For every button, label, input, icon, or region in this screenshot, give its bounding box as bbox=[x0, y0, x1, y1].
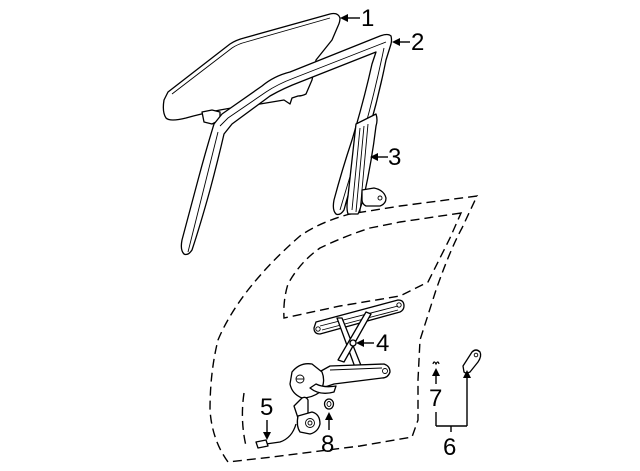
callout-number-1: 1 bbox=[361, 5, 374, 32]
callout-4[interactable]: 4 bbox=[356, 330, 389, 357]
callout-number-5: 5 bbox=[260, 394, 273, 421]
callout-6[interactable]: 6 bbox=[435, 370, 471, 461]
callout-number-7: 7 bbox=[429, 385, 442, 412]
callout-number-2: 2 bbox=[411, 29, 424, 56]
part-8-washer[interactable] bbox=[323, 398, 335, 410]
part-1-door-glass[interactable] bbox=[162, 12, 341, 125]
callout-number-6: 6 bbox=[443, 434, 456, 461]
part-6-bracket[interactable] bbox=[462, 349, 482, 374]
part-5-motor[interactable] bbox=[255, 396, 321, 449]
callout-number-3: 3 bbox=[388, 144, 401, 171]
part-3-rear-channel[interactable] bbox=[346, 113, 387, 215]
callout-8[interactable]: 8 bbox=[321, 412, 334, 458]
door-outline bbox=[209, 195, 479, 463]
callout-5[interactable]: 5 bbox=[260, 394, 273, 440]
part-4-regulator[interactable] bbox=[289, 299, 405, 399]
callout-number-8: 8 bbox=[321, 431, 334, 458]
callout-7[interactable]: 7 bbox=[429, 368, 442, 412]
callout-2[interactable]: 2 bbox=[392, 29, 424, 56]
part-2-run-channel[interactable] bbox=[180, 33, 393, 256]
part-7-clip[interactable] bbox=[432, 361, 440, 366]
callout-1[interactable]: 1 bbox=[340, 5, 374, 32]
callout-3[interactable]: 3 bbox=[370, 144, 401, 171]
callout-number-4: 4 bbox=[376, 330, 389, 357]
